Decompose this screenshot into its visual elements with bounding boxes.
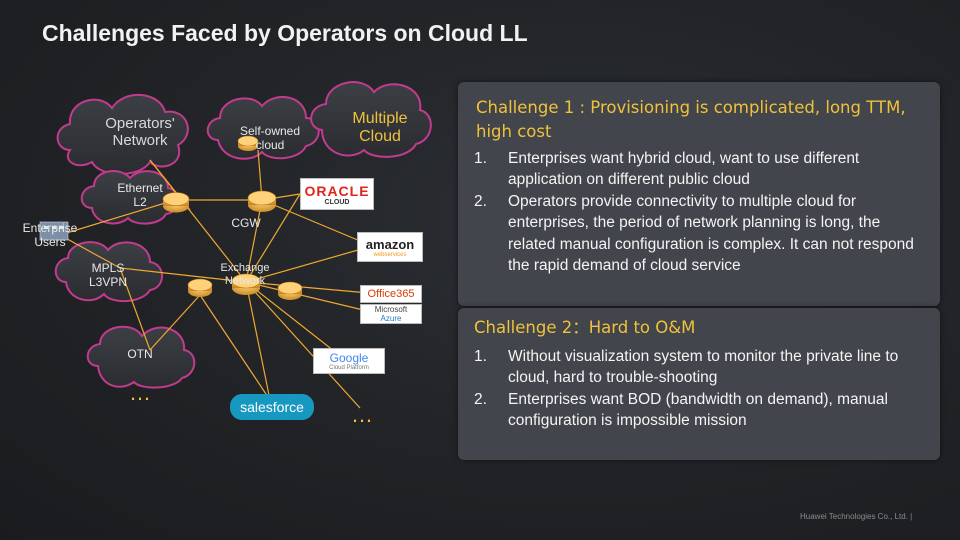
challenge-1-list: 1. Enterprises want hybrid cloud, want t… bbox=[474, 148, 922, 277]
list-item-number: 1. bbox=[474, 347, 487, 365]
list-item: 2. Enterprises want BOD (bandwidth on de… bbox=[474, 389, 922, 432]
page-title: Challenges Faced by Operators on Cloud L… bbox=[42, 20, 528, 46]
microsoft-azure-logo: Microsoft Azure bbox=[360, 304, 422, 324]
google-cloud-logo: Google Cloud Platform bbox=[313, 348, 385, 374]
cloud-multiple bbox=[310, 81, 432, 158]
enterprise-building-icon bbox=[39, 221, 69, 241]
azure-logo-sub: Azure bbox=[380, 314, 402, 323]
footer-copyright: Huawei Technologies Co., Ltd. | bbox=[800, 512, 913, 521]
salesforce-logo: salesforce bbox=[230, 394, 314, 420]
label-multiple-cloud: Multiple Cloud bbox=[352, 110, 408, 146]
list-item: 2. Operators provide connectivity to mul… bbox=[474, 191, 922, 277]
amazon-web-services-logo: amazon webservices bbox=[357, 232, 423, 262]
oracle-logo-sub: CLOUD bbox=[324, 198, 350, 206]
ellipsis-left: … bbox=[129, 380, 151, 405]
oracle-logo-text: ORACLE bbox=[304, 182, 370, 199]
office365-logo: Office365 bbox=[360, 285, 422, 303]
amazon-logo-text: amazon bbox=[365, 236, 415, 252]
cloud-self-owned bbox=[206, 96, 320, 160]
label-enterprise-users: Enterprise Users bbox=[22, 221, 78, 249]
list-item: 1. Enterprises want hybrid cloud, want t… bbox=[474, 148, 922, 191]
cloud-otn bbox=[86, 325, 196, 389]
cloud-operators-network bbox=[56, 93, 189, 175]
list-item: 1. Without visualization system to monit… bbox=[474, 346, 922, 389]
label-cgw: CGW bbox=[231, 216, 261, 230]
label-exchange-network: Exchange Network bbox=[220, 262, 270, 287]
list-item-number: 2. bbox=[474, 192, 487, 210]
router-icons bbox=[162, 135, 303, 300]
label-mpls-l3vpn: MPLS L3VPN bbox=[88, 261, 128, 289]
label-self-owned-cloud: Self-owned cloud bbox=[239, 124, 301, 152]
challenge-1-title: Challenge 1 : Provisioning is complicate… bbox=[476, 98, 906, 141]
amazon-logo-sub: webservices bbox=[373, 251, 407, 258]
list-item-text: Enterprises want BOD (bandwidth on deman… bbox=[508, 390, 888, 430]
list-item-number: 2. bbox=[474, 390, 487, 408]
list-item-text: Operators provide connectivity to multip… bbox=[508, 192, 914, 275]
azure-logo-text: Microsoft bbox=[374, 305, 408, 314]
cloud-ethernet bbox=[80, 170, 180, 225]
label-operators-network: Operators' Network bbox=[105, 115, 175, 150]
list-item-text: Without visualization system to monitor … bbox=[508, 347, 899, 387]
challenge-2-panel: Challenge 2：Hard to O&M 1. Without visua… bbox=[458, 308, 940, 460]
office365-logo-text: Office365 bbox=[367, 288, 415, 300]
challenge-2-title: Challenge 2：Hard to O&M bbox=[474, 318, 696, 337]
salesforce-logo-text: salesforce bbox=[240, 399, 304, 415]
ellipsis-right: … bbox=[351, 402, 373, 427]
google-logo-text: Google bbox=[329, 351, 369, 365]
label-otn: OTN bbox=[127, 347, 153, 361]
oracle-cloud-logo: ORACLE CLOUD bbox=[300, 178, 374, 210]
challenge-1-panel: Challenge 1 : Provisioning is complicate… bbox=[458, 82, 940, 306]
cloud-mpls bbox=[54, 241, 163, 302]
list-item-text: Enterprises want hybrid cloud, want to u… bbox=[508, 149, 860, 189]
network-diagram bbox=[39, 81, 432, 409]
challenge-2-list: 1. Without visualization system to monit… bbox=[474, 346, 922, 432]
google-logo-sub: Cloud Platform bbox=[329, 365, 369, 371]
label-ethernet-l2: Ethernet L2 bbox=[117, 181, 163, 209]
list-item-number: 1. bbox=[474, 149, 487, 167]
